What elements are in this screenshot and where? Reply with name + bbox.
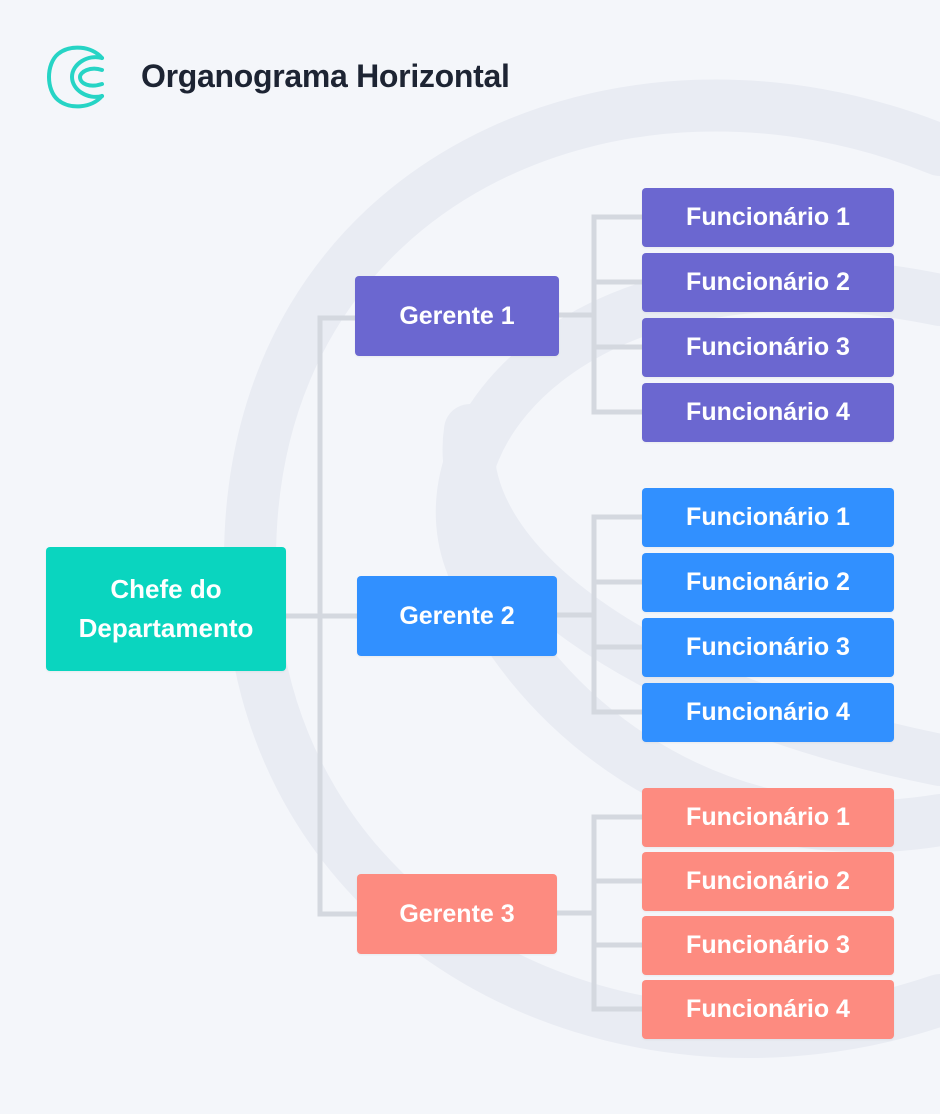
- employee-node-1-2: Funcionário 2: [642, 253, 894, 312]
- root-node-chefe: Chefe do Departamento: [46, 547, 286, 671]
- employee-node-1-1: Funcionário 1: [642, 188, 894, 247]
- employee-node-2-2: Funcionário 2: [642, 553, 894, 612]
- manager-node-3: Gerente 3: [357, 874, 557, 954]
- employee-node-2-1: Funcionário 1: [642, 488, 894, 547]
- root-label-line-1: Chefe do: [110, 574, 222, 604]
- employee-node-3-2: Funcionário 2: [642, 852, 894, 911]
- employee-node-2-3: Funcionário 3: [642, 618, 894, 677]
- employee-node-1-4: Funcionário 4: [642, 383, 894, 442]
- page-title: Organograma Horizontal: [141, 58, 510, 94]
- employee-node-1-3: Funcionário 3: [642, 318, 894, 377]
- c-logo-icon: [47, 45, 104, 109]
- employee-node-2-4: Funcionário 4: [642, 683, 894, 742]
- manager-node-1: Gerente 1: [355, 276, 559, 356]
- employee-node-3-4: Funcionário 4: [642, 980, 894, 1039]
- manager-node-2: Gerente 2: [357, 576, 557, 656]
- employee-node-3-1: Funcionário 1: [642, 788, 894, 847]
- root-label-line-2: Departamento: [78, 613, 254, 643]
- employee-node-3-3: Funcionário 3: [642, 916, 894, 975]
